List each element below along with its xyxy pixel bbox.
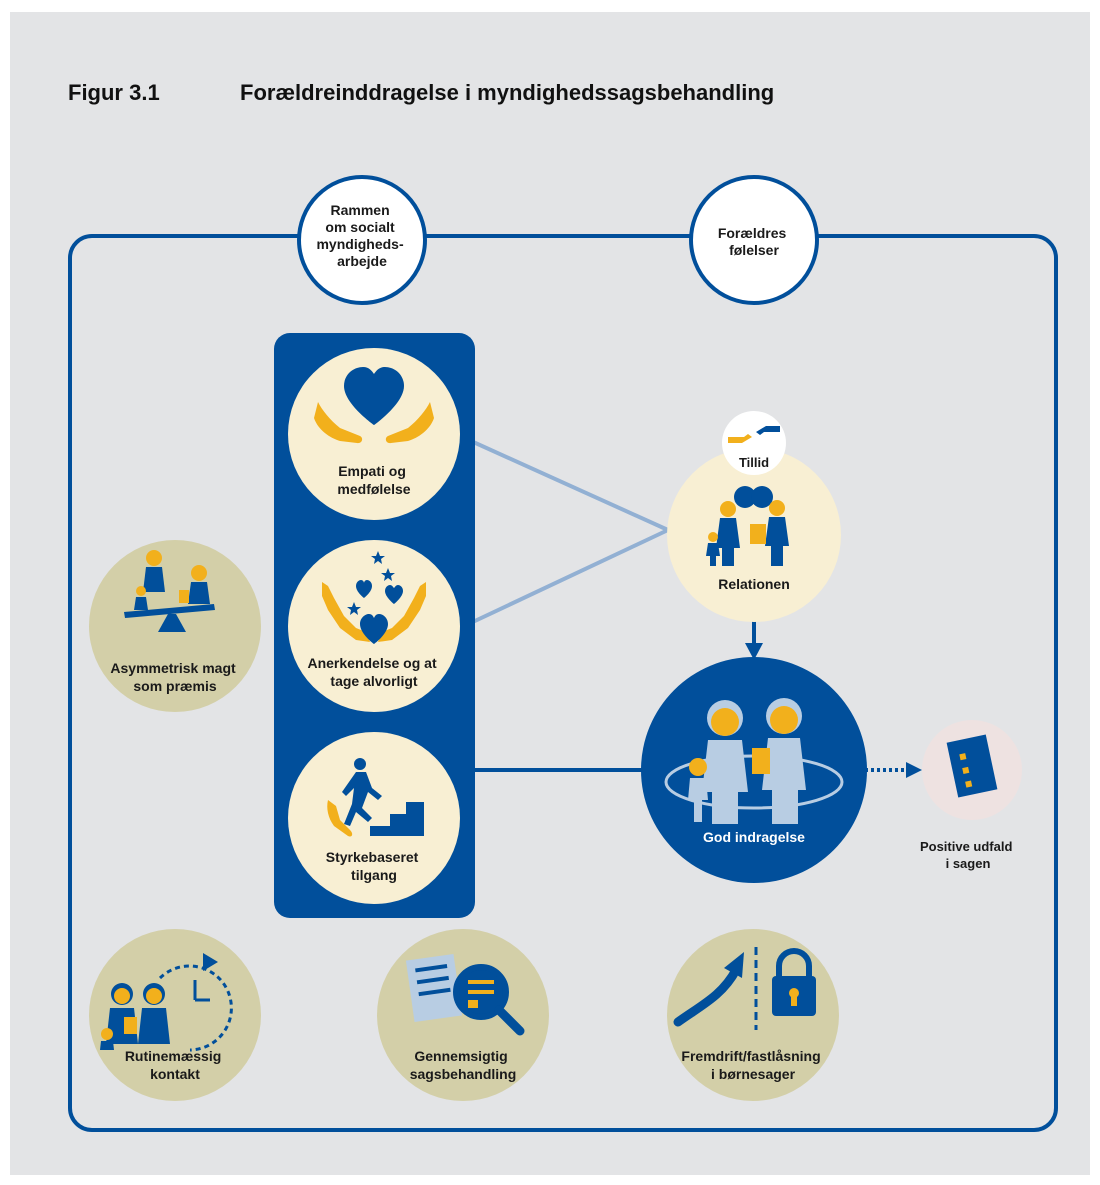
stairs-icon <box>370 802 424 836</box>
heart-icon <box>344 367 404 425</box>
empathy-circle: Empati og medfølelse <box>288 348 460 520</box>
recognition-circle: Anerkendelse og at tage alvorligt <box>288 540 460 712</box>
asymmetric-power-label: Asymmetrisk magt som præmis <box>110 660 239 694</box>
empathy-label: Empati og medfølelse <box>337 463 410 497</box>
caseworker-icon <box>188 582 210 604</box>
check-box-icon <box>959 753 967 761</box>
progress-deadlock-label: Fremdrift/fastlåsning i børnesager <box>681 1048 824 1082</box>
heart-small-icon <box>356 580 372 598</box>
child-head-icon <box>708 532 718 542</box>
caseworker-icon <box>762 738 806 824</box>
person-head-icon <box>354 758 366 770</box>
connector-recognition-relation <box>459 528 669 630</box>
magnifier-line-icon <box>468 980 494 984</box>
connector-empathy-relation <box>459 434 669 532</box>
transparent-processing-circle: Gennemsigtig sagsbehandling <box>377 929 549 1101</box>
speech-bubble-icon <box>751 486 773 508</box>
heart-small-icon <box>385 585 403 604</box>
supporting-hand-icon <box>327 800 353 837</box>
magnifier-check-icon <box>468 1000 478 1008</box>
arrowhead-good-positive <box>906 762 922 778</box>
framework-circle: Rammen om socialt myndigheds- arbejde <box>297 175 427 305</box>
star-icon <box>371 551 385 564</box>
right-hand-icon <box>378 582 426 642</box>
parent-icon <box>716 518 740 566</box>
seesaw-pivot-icon <box>158 614 186 632</box>
positive-outcome: Positive udfald i sagen <box>920 720 1022 871</box>
speech-bubble-icon <box>734 486 756 508</box>
good-involvement-circle: God indragelse <box>641 657 867 883</box>
seesaw-plank-icon <box>124 604 215 618</box>
figure-title: Forældreinddragelse i myndighedssagsbeha… <box>240 80 774 105</box>
routine-contact-label: Rutinemæssig kontakt <box>125 1048 225 1082</box>
arrowhead-relation-good <box>745 643 763 660</box>
heart-icon <box>360 614 388 644</box>
check-box-icon <box>962 766 970 774</box>
left-hand-icon <box>314 402 363 444</box>
emotions-circle: Forældres følelser <box>689 175 819 305</box>
padlock-shackle-icon <box>776 948 812 978</box>
left-hand-icon <box>322 582 370 642</box>
parent-face-icon <box>711 708 739 736</box>
caseworker-icon <box>138 1008 170 1044</box>
progress-arrow-icon <box>673 965 741 1027</box>
caseworker-icon <box>765 517 789 566</box>
parent-head-icon <box>720 501 736 517</box>
child-icon <box>100 1041 114 1050</box>
child-icon <box>134 597 148 610</box>
magnifier-handle-icon <box>494 1005 525 1036</box>
document-icon <box>179 590 189 603</box>
check-box-icon <box>965 780 973 788</box>
child-icon <box>706 543 720 566</box>
framework-label: Rammen om socialt myndigheds- arbejde <box>316 202 407 269</box>
transparent-processing-label: Gennemsigtig sagsbehandling <box>410 1048 517 1082</box>
progress-arrowhead-icon <box>724 952 744 978</box>
child-head-icon <box>101 1028 113 1040</box>
clock-arrow-icon <box>203 953 218 971</box>
star-icon <box>381 568 395 581</box>
recognition-label: Anerkendelse og at tage alvorligt <box>307 655 440 689</box>
parent-icon <box>143 567 165 592</box>
parent-icon <box>702 740 748 824</box>
right-hand-icon <box>385 402 434 444</box>
clock-ring-icon <box>158 964 233 1052</box>
outer-frame <box>68 234 1058 1132</box>
document-line-icon <box>416 975 450 985</box>
progress-deadlock-circle: Fremdrift/fastlåsning i børnesager <box>667 929 839 1101</box>
caseworker-face-icon <box>770 706 798 734</box>
child-icon <box>688 778 708 822</box>
good-involvement-label: God indragelse <box>703 829 805 845</box>
document-line-icon <box>418 987 451 997</box>
climbing-person-icon <box>342 772 382 826</box>
routine-contact-circle: Rutinemæssig kontakt <box>89 929 261 1101</box>
strength-circle: Styrkebaseret tilgang <box>288 732 460 904</box>
handshake-right-icon <box>756 426 780 435</box>
positive-outcome-label: Positive udfald i sagen <box>920 839 1016 871</box>
child-head-icon <box>136 586 146 596</box>
magnifier-line-icon <box>468 990 494 994</box>
trust-label: Tillid <box>739 455 769 470</box>
handshake-left-icon <box>728 434 752 443</box>
caseworker-head-icon <box>191 565 207 581</box>
document-line-icon <box>415 963 448 973</box>
document-icon <box>750 524 766 544</box>
keyhole-slot-icon <box>791 995 797 1006</box>
emotions-label: Forældres følelser <box>718 225 790 258</box>
asymmetric-power-circle: Asymmetrisk magt som præmis <box>89 540 261 712</box>
document-icon <box>752 748 770 774</box>
checklist-document-icon <box>946 734 998 798</box>
parent-face-icon <box>114 988 130 1004</box>
parent-head-icon <box>146 550 162 566</box>
star-icon <box>347 602 361 615</box>
document-icon <box>124 1017 137 1034</box>
relation-circle: Tillid Relationen <box>667 411 841 622</box>
caseworker-head-icon <box>769 500 785 516</box>
figure-number: Figur 3.1 <box>68 80 160 105</box>
child-head-icon <box>689 758 707 776</box>
caseworker-face-icon <box>146 988 162 1004</box>
relation-label: Relationen <box>718 576 790 592</box>
strength-label: Styrkebaseret tilgang <box>326 849 423 883</box>
